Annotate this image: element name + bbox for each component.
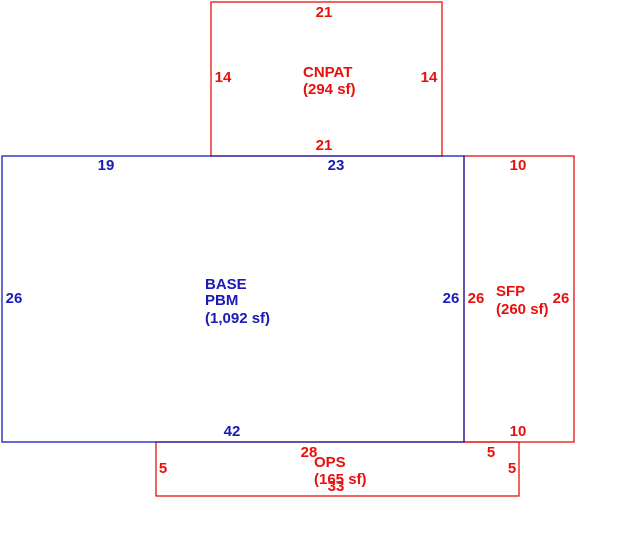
sfp-area-label: (260 sf) [496,301,549,318]
cnpat-name-label: CNPAT [303,64,352,81]
base-dim-right: 26 [443,290,460,307]
sfp-dim-top: 10 [510,157,527,174]
base-dim-top-left: 19 [98,157,115,174]
base-area-label: (1,092 sf) [205,310,270,327]
cnpat-dim-top: 21 [316,4,333,21]
ops-area-label: (165 sf) [314,471,367,488]
sfp-dim-left: 26 [468,290,485,307]
cnpat-dim-right: 14 [421,69,438,86]
base-code-label: PBM [205,292,238,309]
base-dim-left: 26 [6,290,23,307]
cnpat-area-label: (294 sf) [303,81,356,98]
base-dim-top-right: 23 [328,157,345,174]
ops-dim-right: 5 [508,460,516,477]
ops-name-label: OPS [314,454,346,471]
base-outline [1,155,465,443]
sfp-name-label: SFP [496,283,525,300]
sfp-dim-bottom: 10 [510,423,527,440]
cnpat-dim-bottom: 21 [316,137,333,154]
ops-dim-left: 5 [159,460,167,477]
sfp-dim-right: 26 [553,290,570,307]
ops-dim-bottom: 33 [328,478,345,495]
cnpat-dim-left: 14 [215,69,232,86]
ops-dim-top-right: 5 [487,444,495,461]
base-name-label: BASE [205,276,247,293]
base-dim-bottom: 42 [224,423,241,440]
ops-dim-top: 28 [301,444,318,461]
